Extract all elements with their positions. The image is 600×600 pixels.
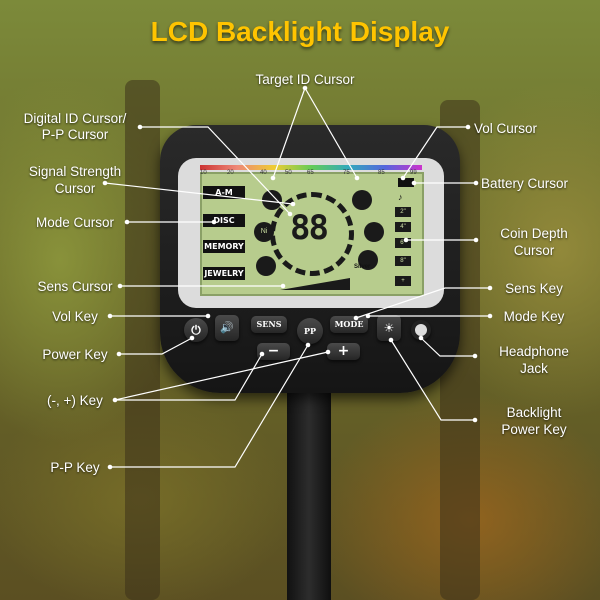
label-backlight: Backlight bbox=[506, 405, 562, 420]
digital-id-display: 88 bbox=[290, 208, 329, 248]
label-signal-strength-cursor: Cursor bbox=[54, 181, 96, 196]
dime-target-icon bbox=[364, 222, 384, 242]
label-target-id-cursor: Target ID Cursor bbox=[255, 72, 355, 87]
label-vol-cursor: Vol Cursor bbox=[474, 121, 538, 136]
label-battery-cursor: Battery Cursor bbox=[481, 176, 569, 191]
label-mode-key: Mode Key bbox=[503, 309, 565, 324]
page-title: LCD Backlight Display bbox=[150, 16, 450, 47]
depth-mark: 6" bbox=[395, 238, 411, 248]
minus-key[interactable]: − bbox=[257, 343, 290, 360]
label-sens-key: Sens Key bbox=[505, 281, 563, 296]
scale-number: 99 bbox=[410, 170, 417, 176]
scale-number: 85 bbox=[378, 170, 385, 176]
scale-number: 40 bbox=[260, 170, 267, 176]
scale-number: 65 bbox=[307, 170, 314, 176]
mode-key[interactable]: MODE bbox=[330, 316, 368, 333]
label-backlight-power-key: Power Key bbox=[501, 422, 567, 437]
mode-indicator-am: A-M bbox=[203, 186, 245, 199]
plus-key[interactable]: + bbox=[327, 343, 360, 360]
mode-indicator-jewelry: JEWELRY bbox=[203, 267, 245, 280]
scale-number: 75 bbox=[343, 170, 350, 176]
label-headphone-jack: Jack bbox=[520, 361, 548, 376]
target-id-scale bbox=[200, 165, 422, 170]
mode-indicator-memory: MEMORY bbox=[203, 240, 245, 253]
backlight-key[interactable]: ☀ bbox=[377, 315, 401, 341]
volume-key[interactable]: 🔊 bbox=[215, 315, 239, 341]
depth-mark: 2" bbox=[395, 207, 411, 217]
scale-number: 50 bbox=[285, 170, 292, 176]
depth-mark: + bbox=[395, 276, 411, 286]
ring-target-icon bbox=[262, 190, 282, 210]
silver-coin-icon bbox=[358, 250, 378, 270]
label-vol-key: Vol Key bbox=[52, 309, 98, 324]
pull-tab-target-icon bbox=[256, 256, 276, 276]
label-sens-cursor: Sens Cursor bbox=[37, 279, 113, 294]
label-mode-cursor: Mode Cursor bbox=[35, 215, 115, 230]
sens-key[interactable]: SENS bbox=[251, 316, 287, 333]
label-signal-strength: Signal Strength bbox=[28, 164, 122, 179]
label-digital-id-cursor: Digital ID Cursor/ bbox=[23, 111, 127, 126]
label-pp-key: P-P Key bbox=[50, 460, 100, 475]
label-headphone: Headphone bbox=[499, 344, 569, 359]
coin-nickel-icon: Ni bbox=[254, 222, 274, 242]
label-pp-cursor: P-P Cursor bbox=[41, 127, 109, 142]
pp-key[interactable]: PP bbox=[297, 318, 323, 344]
power-key[interactable]: ⏻ bbox=[184, 318, 208, 342]
label-coin-depth: Coin Depth bbox=[500, 226, 568, 241]
scale-number: 20 bbox=[227, 170, 234, 176]
depth-mark: 8" bbox=[395, 256, 411, 266]
sens-bar-graph bbox=[280, 278, 350, 290]
volume-icon: ♪ bbox=[398, 192, 403, 202]
cent-target-icon bbox=[352, 190, 372, 210]
tree-trunk bbox=[125, 80, 160, 600]
depth-mark: 4" bbox=[395, 222, 411, 232]
label-minus-plus-key: (-, +) Key bbox=[47, 393, 103, 408]
silver-label: Silver bbox=[354, 264, 371, 270]
detector-pole bbox=[287, 380, 331, 600]
scale-number: 10 bbox=[200, 170, 207, 176]
label-coin-depth-cursor: Cursor bbox=[513, 243, 555, 258]
label-power-key: Power Key bbox=[42, 347, 108, 362]
